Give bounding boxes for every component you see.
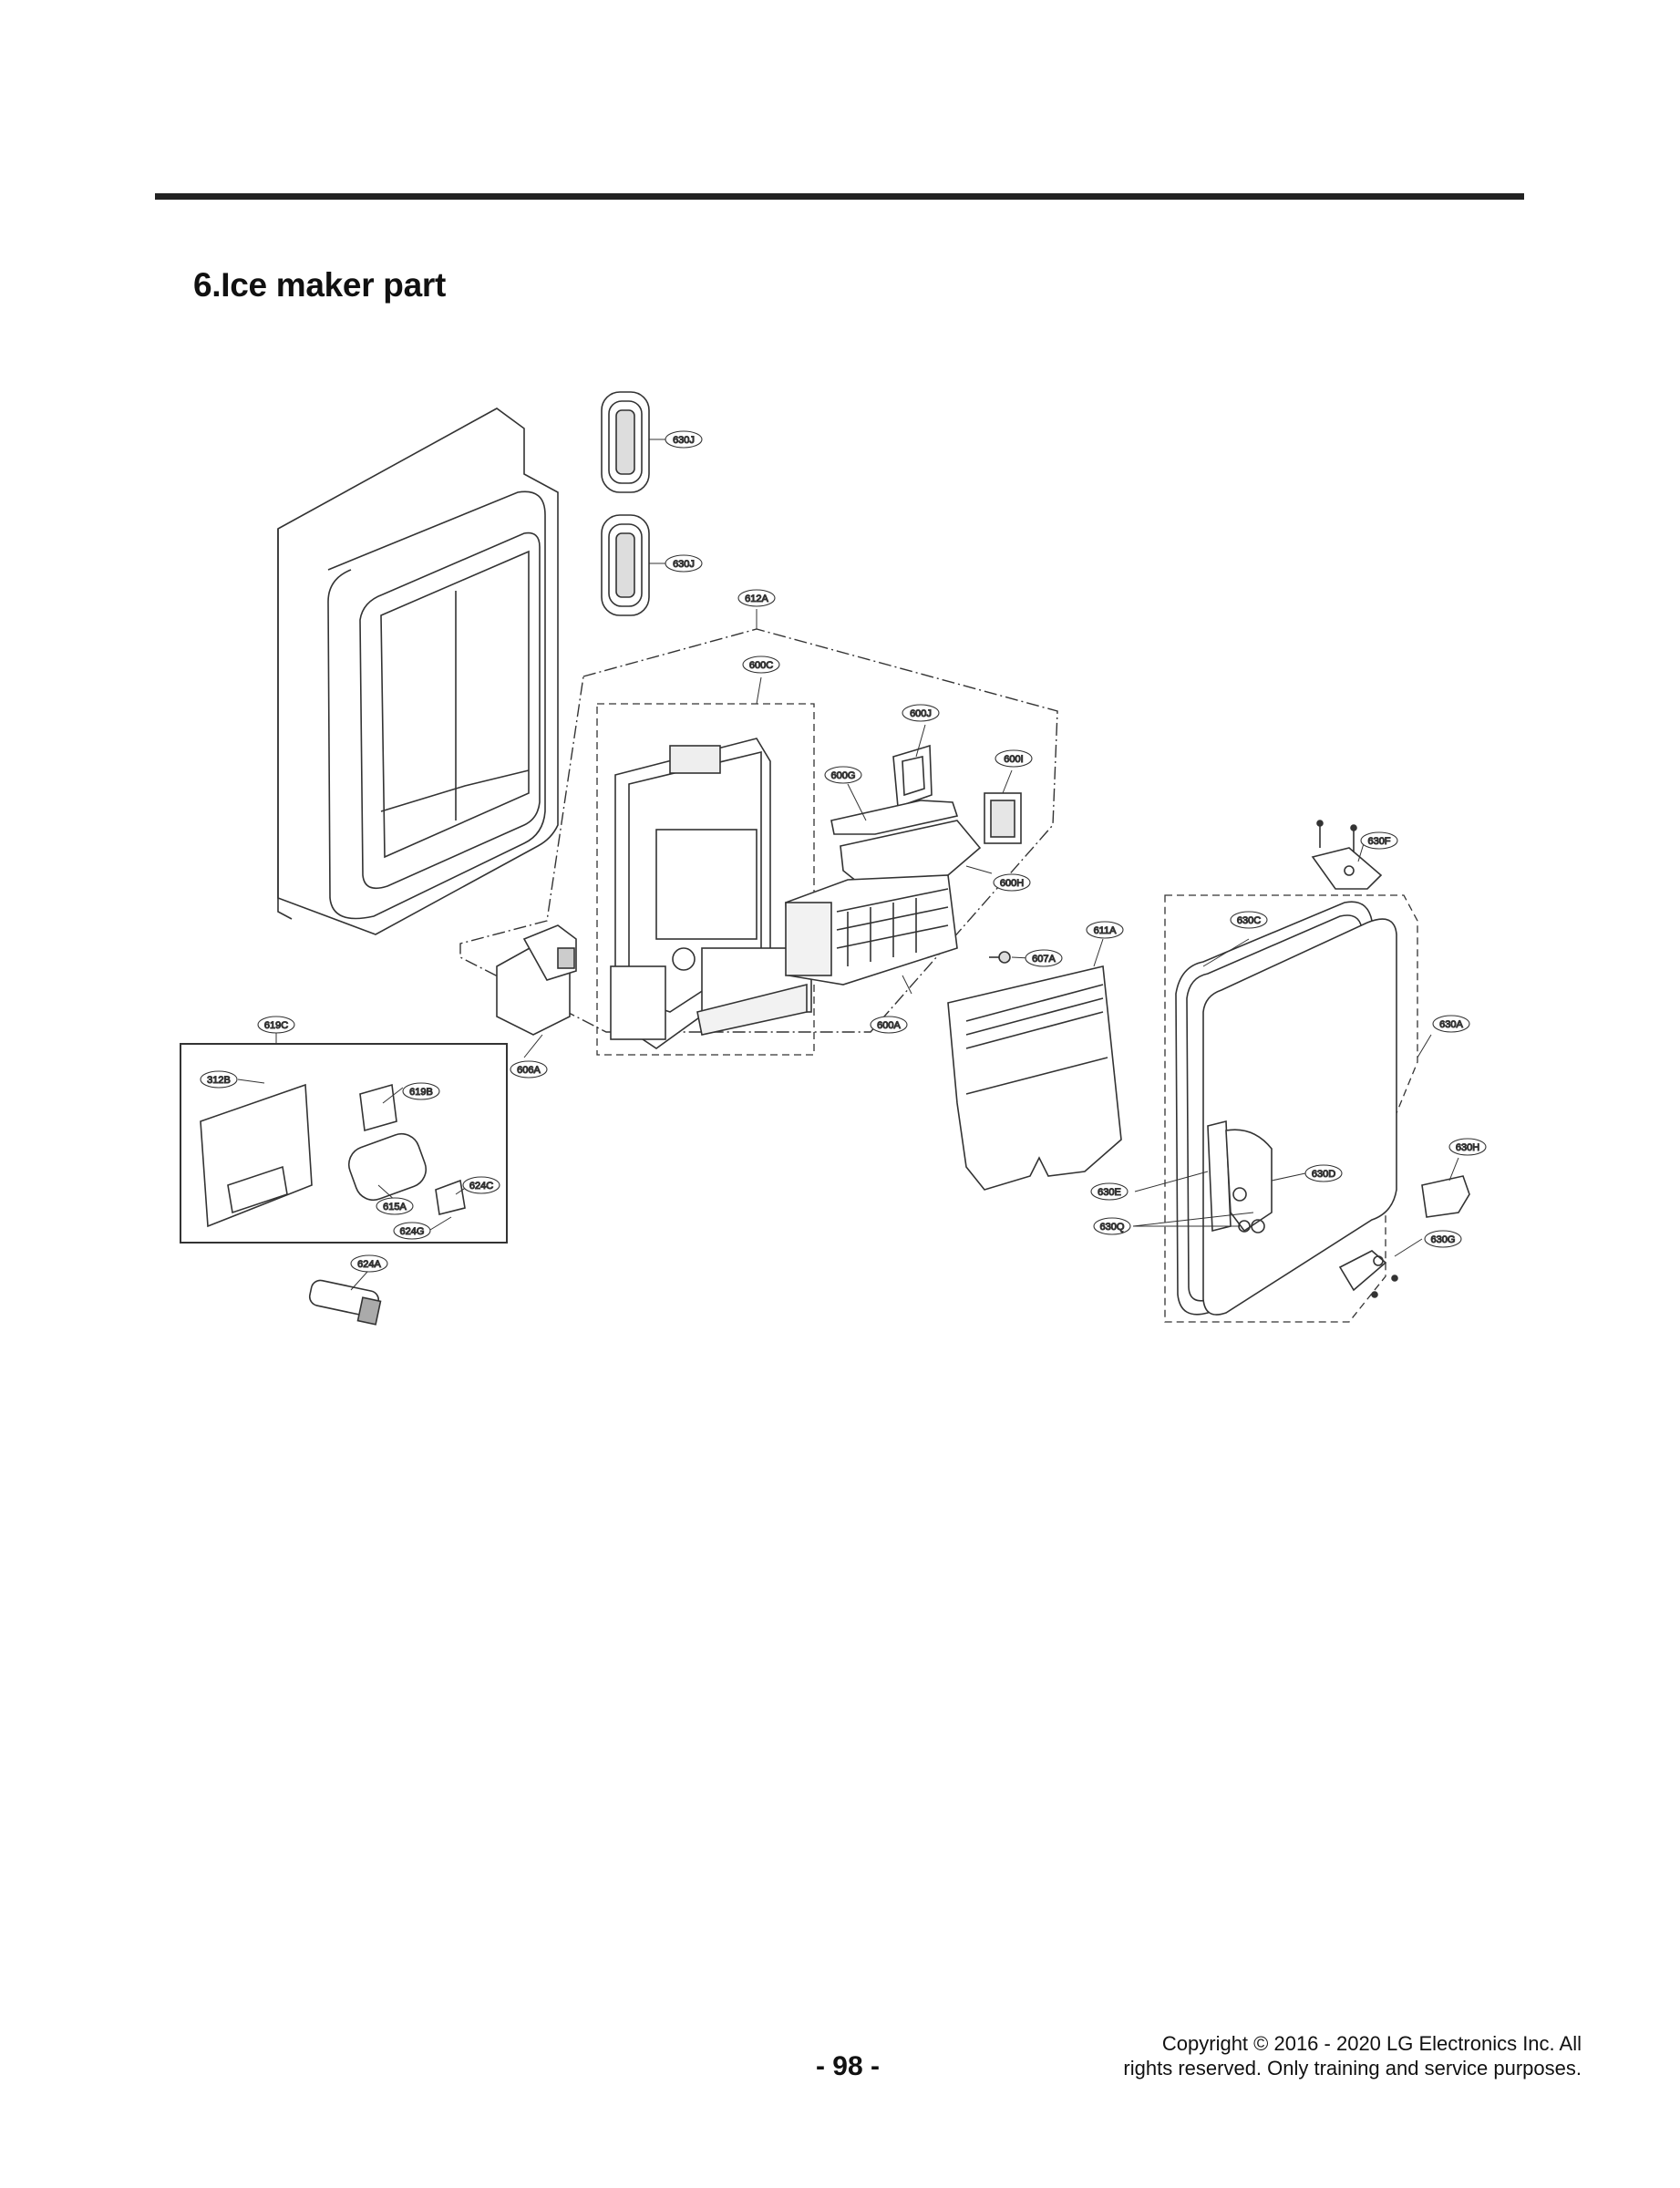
cover-600G bbox=[830, 800, 982, 890]
callout-624A: 624A bbox=[350, 1254, 388, 1273]
bracket-630G bbox=[1338, 1250, 1398, 1298]
svg-text:624G: 624G bbox=[400, 1226, 425, 1237]
page-number: - 98 - bbox=[815, 2051, 881, 2081]
callout-607A: 607A bbox=[1025, 949, 1063, 967]
svg-text:600I: 600I bbox=[1004, 754, 1023, 765]
svg-text:630C: 630C bbox=[1237, 915, 1261, 926]
svg-text:606A: 606A bbox=[517, 1065, 541, 1076]
svg-text:630J: 630J bbox=[673, 435, 695, 446]
leader-lines bbox=[237, 439, 1459, 1291]
callout-630D: 630D bbox=[1304, 1164, 1343, 1182]
callout-600A: 600A bbox=[870, 1016, 908, 1034]
callout-630Q: 630Q bbox=[1093, 1217, 1131, 1235]
callout-630J-mid: 630J bbox=[665, 554, 703, 573]
section-title: 6.Ice maker part bbox=[193, 266, 446, 304]
svg-text:600A: 600A bbox=[877, 1020, 901, 1031]
svg-text:600J: 600J bbox=[910, 708, 932, 719]
svg-text:624A: 624A bbox=[357, 1259, 381, 1270]
callout-619C: 619C bbox=[257, 1016, 295, 1034]
ice-maker-unit-600A bbox=[785, 874, 958, 986]
copyright-line-2: rights reserved. Only training and servi… bbox=[1123, 2057, 1582, 2080]
door-panel bbox=[277, 408, 559, 935]
callout-615A: 615A bbox=[376, 1197, 414, 1215]
svg-text:611A: 611A bbox=[1094, 925, 1118, 936]
ice-compartment-door bbox=[1175, 901, 1397, 1316]
filter-624A bbox=[308, 1279, 382, 1326]
svg-text:630G: 630G bbox=[1431, 1234, 1456, 1245]
svg-text:630J: 630J bbox=[673, 559, 695, 570]
copyright-line-1: Copyright © 2016 - 2020 LG Electronics I… bbox=[1161, 2032, 1582, 2055]
svg-text:600C: 600C bbox=[749, 660, 773, 671]
lever-630D bbox=[1207, 1120, 1273, 1233]
callout-600G: 600G bbox=[824, 766, 862, 784]
svg-text:612A: 612A bbox=[745, 593, 768, 604]
screw-607A bbox=[989, 951, 1011, 964]
exploded-parts-diagram: 630J 630J 612A 600C 600J 600I 600G 630F … bbox=[180, 391, 1487, 1326]
sensor-pad-600I bbox=[984, 792, 1022, 844]
callout-312B: 312B bbox=[200, 1070, 238, 1089]
callout-606A: 606A bbox=[510, 1060, 548, 1079]
svg-text:624C: 624C bbox=[469, 1181, 493, 1192]
callout-619B: 619B bbox=[402, 1082, 440, 1100]
callout-600I: 600I bbox=[995, 749, 1033, 768]
bracket-600J bbox=[892, 744, 933, 809]
callout-600C: 600C bbox=[742, 655, 780, 674]
callout-630J-top: 630J bbox=[665, 430, 703, 449]
callout-630E: 630E bbox=[1090, 1182, 1129, 1201]
svg-text:630E: 630E bbox=[1098, 1187, 1121, 1198]
callout-611A: 611A bbox=[1086, 921, 1124, 939]
copyright-notice: Copyright © 2016 - 2020 LG Electronics I… bbox=[1123, 2031, 1582, 2080]
callout-630H: 630H bbox=[1448, 1138, 1487, 1156]
svg-text:619C: 619C bbox=[264, 1020, 288, 1031]
callout-612A: 612A bbox=[737, 589, 776, 607]
svg-text:312B: 312B bbox=[207, 1075, 231, 1086]
callout-600J: 600J bbox=[902, 704, 940, 722]
handle-cap-630J-top bbox=[601, 391, 650, 493]
svg-text:630Q: 630Q bbox=[1100, 1222, 1125, 1233]
callout-600H: 600H bbox=[993, 873, 1031, 892]
callout-630C: 630C bbox=[1230, 911, 1268, 929]
svg-text:630F: 630F bbox=[1367, 836, 1390, 847]
svg-text:600H: 600H bbox=[1000, 878, 1024, 889]
svg-text:630A: 630A bbox=[1439, 1019, 1463, 1030]
callout-630A: 630A bbox=[1432, 1015, 1470, 1033]
svg-text:600G: 600G bbox=[831, 770, 856, 781]
hinge-630F bbox=[1311, 820, 1383, 890]
callout-624C: 624C bbox=[462, 1176, 500, 1194]
callout-624G: 624G bbox=[393, 1222, 431, 1240]
part-630H bbox=[1421, 1175, 1470, 1218]
top-rule bbox=[155, 193, 1524, 200]
ice-maker-housing bbox=[610, 738, 812, 1049]
motor-606A bbox=[496, 924, 577, 1036]
svg-text:630D: 630D bbox=[1312, 1169, 1335, 1180]
svg-text:619B: 619B bbox=[409, 1087, 433, 1098]
assembly-box-619C bbox=[180, 1043, 508, 1244]
ice-duct-611A bbox=[947, 965, 1122, 1191]
handle-cap-630J-bottom bbox=[601, 514, 650, 616]
svg-text:630H: 630H bbox=[1456, 1142, 1479, 1153]
svg-text:615A: 615A bbox=[383, 1202, 407, 1213]
callout-630F: 630F bbox=[1360, 831, 1398, 850]
assembly-outline-612A bbox=[459, 628, 1058, 1033]
svg-text:607A: 607A bbox=[1032, 954, 1056, 965]
callout-630G: 630G bbox=[1424, 1230, 1462, 1248]
assembly-outline-600C bbox=[596, 703, 815, 1056]
